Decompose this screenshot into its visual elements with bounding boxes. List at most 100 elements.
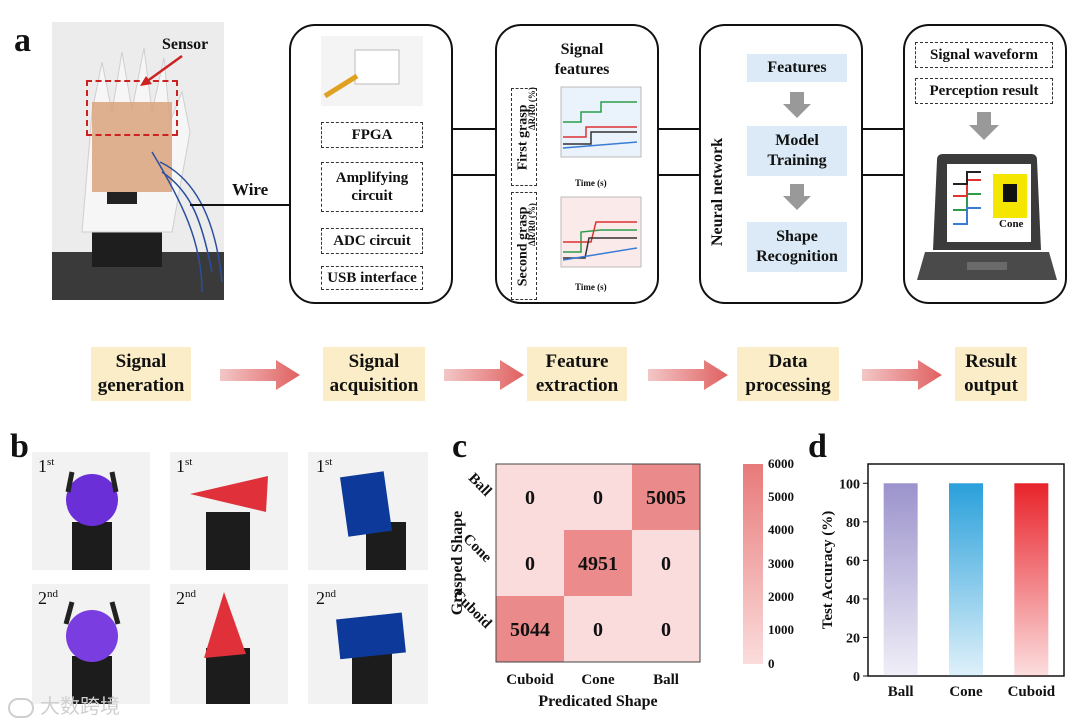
hw-item-amplifying: Amplifying circuit <box>321 162 423 212</box>
heatmap-cell <box>564 596 632 662</box>
bar-y-label: Test Accuracy (%) <box>820 511 836 630</box>
connector-1a <box>451 128 495 130</box>
down-arrow-icon <box>783 92 811 118</box>
panel-c-letter: c <box>452 428 468 465</box>
heatmap-cell <box>496 464 564 530</box>
heatmap-cell-value: 0 <box>593 487 603 509</box>
colorbar-tick: 6000 <box>768 456 794 471</box>
heatmap-cell <box>632 464 700 530</box>
bar-x-tick: Ball <box>888 684 914 700</box>
heatmap-cell <box>564 464 632 530</box>
connector-3b <box>861 174 903 176</box>
bar-y-tick: 80 <box>846 516 860 531</box>
ordinal-label-2nd: 2nd <box>38 588 58 608</box>
colorbar-tick: 4000 <box>768 522 794 537</box>
flow-arrow-icon <box>862 360 942 390</box>
output-signal-waveform: Signal waveform <box>915 42 1053 68</box>
colorbar-tick: 3000 <box>768 556 794 571</box>
hardware-box: FPGA Amplifying circuit ADC circuit USB … <box>289 24 453 304</box>
ordinal-label-1st: 1st <box>38 456 55 476</box>
nn-step-shape-recognition: Shape Recognition <box>747 222 847 272</box>
heatmap-cell-value: 0 <box>525 487 535 509</box>
heatmap-cell-value: 5005 <box>646 487 686 509</box>
neural-network-box: Neural network Features Model Training S… <box>699 24 863 304</box>
heatmap-frame <box>495 463 701 663</box>
glove-photo <box>52 22 224 300</box>
grasp-photo-cuboid-2nd <box>308 584 428 704</box>
flow-arrow-icon <box>220 360 300 390</box>
ordinal-label-1st: 1st <box>176 456 193 476</box>
nn-step-model-training: Model Training <box>747 126 847 176</box>
first-grasp-ylabel: ΔR/R0 (%) <box>527 87 537 130</box>
signal-features-title: Signal features <box>554 41 610 78</box>
flow-arrow-icon <box>648 360 728 390</box>
glove-illustration <box>52 47 224 300</box>
connector-2a <box>657 128 699 130</box>
watermark-logo-icon <box>8 697 34 718</box>
fpga-board-image <box>321 36 423 106</box>
heatmap-cell-value: 5044 <box>510 619 550 641</box>
flow-step-feature-extraction: Feature extraction <box>527 347 627 401</box>
heatmap-cell-value: 0 <box>593 619 603 641</box>
colorbar <box>743 464 763 664</box>
accuracy-bar <box>883 483 918 676</box>
grasp-photo-cuboid-1st <box>308 452 428 570</box>
grasp-photo-ball-1st <box>32 452 150 570</box>
wire-line <box>190 204 290 206</box>
heatmap-x-tick: Cone <box>581 672 615 688</box>
flow-arrow-icon <box>444 360 524 390</box>
colorbar-tick: 5000 <box>768 489 794 504</box>
heatmap-cell <box>496 530 564 596</box>
second-grasp-xlabel: Time (s) <box>575 282 607 292</box>
heatmap-cell <box>496 596 564 662</box>
flow-step-signal-generation: Signal generation <box>91 347 191 401</box>
colorbar-tick: 0 <box>768 656 775 671</box>
hw-item-usb: USB interface <box>321 266 423 290</box>
output-perception-result: Perception result <box>915 78 1053 104</box>
grasp-photo-cone-2nd <box>170 584 288 704</box>
output-box: Signal waveform Perception result Cone <box>903 24 1067 304</box>
panel-a-letter: a <box>14 22 31 59</box>
ordinal-label-2nd: 2nd <box>316 588 336 608</box>
second-grasp-ylabel: ΔR/R0 (%) <box>527 203 537 246</box>
accuracy-bar <box>1014 483 1049 676</box>
flow-step-signal-acquisition: Signal acquisition <box>323 347 425 401</box>
neural-network-label: Neural network <box>709 138 726 246</box>
first-grasp-xlabel: Time (s) <box>575 178 607 188</box>
sensor-arrow-icon <box>140 54 183 86</box>
heatmap-y-tick: Ball <box>465 470 495 500</box>
hw-item-fpga: FPGA <box>321 122 423 148</box>
heatmap-cell <box>632 530 700 596</box>
signal-features-box: Signal features First grasp Second grasp… <box>495 24 659 304</box>
laptop-result-label: Cone <box>999 218 1024 230</box>
grasp-photo-cone-1st <box>170 452 288 570</box>
connector-2b <box>657 174 699 176</box>
flow-step-result-output: Result output <box>955 347 1027 401</box>
heatmap-cell <box>632 596 700 662</box>
first-grasp-label: First grasp <box>511 88 537 186</box>
heatmap-x-tick: Cuboid <box>506 672 554 688</box>
ordinal-label-2nd: 2nd <box>176 588 196 608</box>
wire-label: Wire <box>232 180 269 199</box>
accuracy-bar <box>949 483 983 676</box>
colorbar-tick: 2000 <box>768 589 794 604</box>
down-arrow-icon <box>783 184 811 210</box>
connector-1b <box>451 174 495 176</box>
panel-d-letter: d <box>808 428 827 465</box>
second-grasp-waveform <box>560 196 642 268</box>
heatmap-cell-value: 0 <box>661 553 671 575</box>
bar-x-tick: Cuboid <box>1008 684 1056 700</box>
hw-item-adc: ADC circuit <box>321 228 423 254</box>
bar-y-tick: 100 <box>839 477 860 492</box>
heatmap-y-label: Grasped Shape <box>449 511 466 615</box>
bar-y-tick: 40 <box>846 593 860 608</box>
sensor-highlight-box <box>86 80 178 136</box>
colorbar-tick: 1000 <box>768 622 794 637</box>
sensor-label: Sensor <box>162 36 209 53</box>
grasp-photo-ball-2nd <box>32 584 150 704</box>
ordinal-label-1st: 1st <box>316 456 333 476</box>
down-arrow-icon <box>969 112 999 140</box>
bar-x-tick: Cone <box>949 684 983 700</box>
